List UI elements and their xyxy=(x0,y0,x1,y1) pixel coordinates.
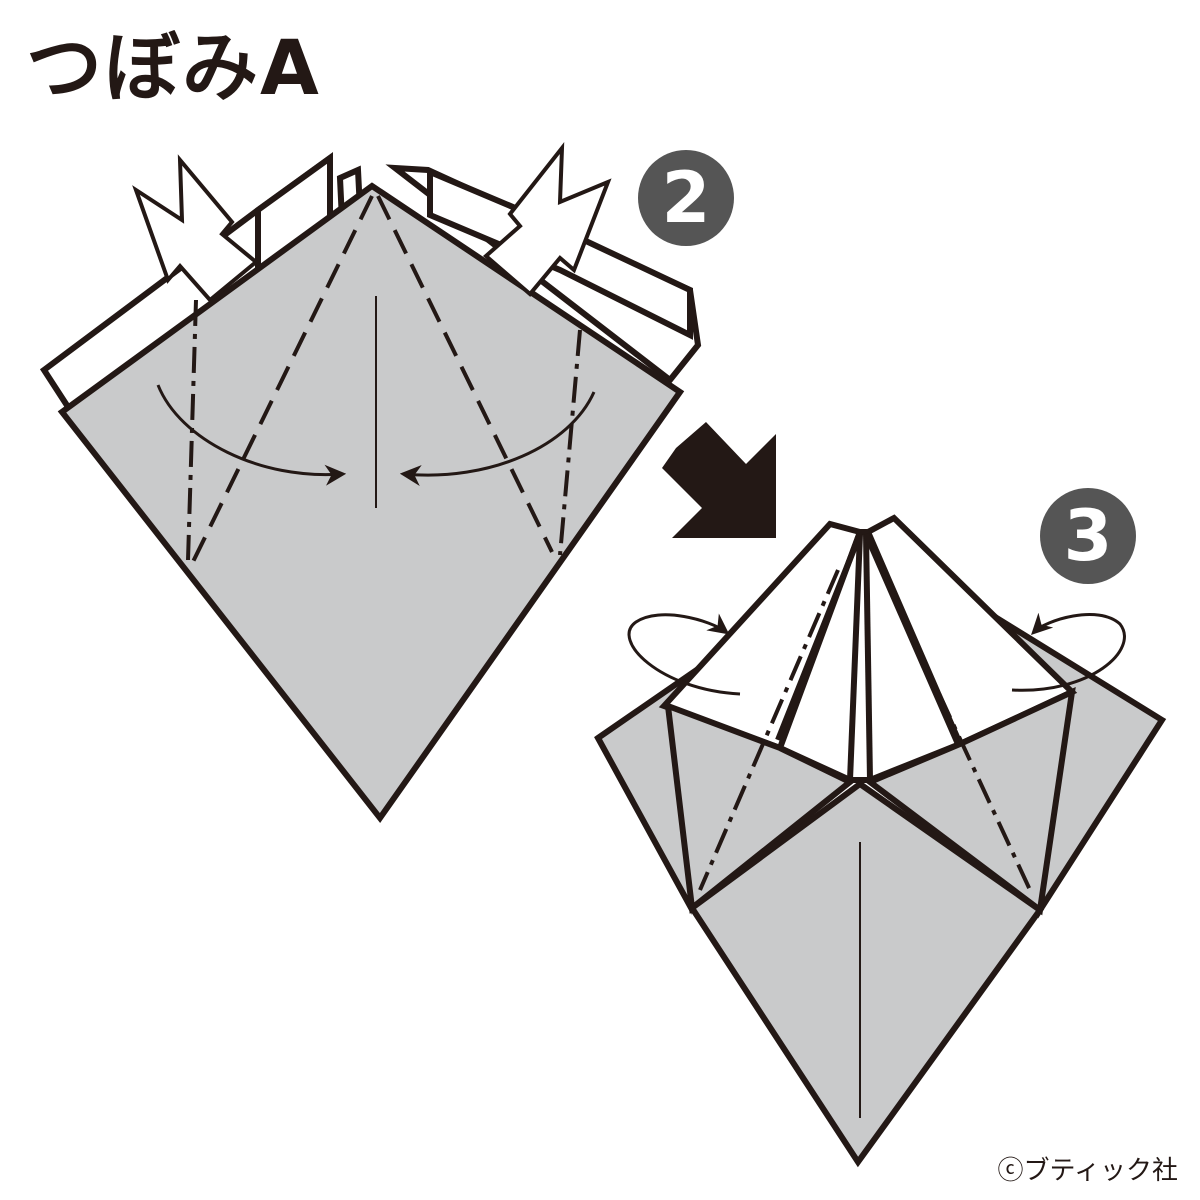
mountain-fold-right xyxy=(558,329,582,556)
step-3-bottom-diamond xyxy=(687,780,1045,1168)
kite-left xyxy=(664,701,856,914)
push-arrow-left-icon xyxy=(132,154,260,303)
pleat-line-2 xyxy=(847,533,863,781)
loop-arrow-right-icon xyxy=(1011,612,1126,692)
valley-fold-right xyxy=(376,195,554,553)
valley-fold-left xyxy=(186,195,374,573)
fold-curve-left xyxy=(156,384,347,486)
mountain-fold-3-left xyxy=(698,569,840,891)
push-arrow-right-icon xyxy=(482,141,612,297)
step-2-diamond xyxy=(57,182,685,824)
pleat-line-1 xyxy=(775,532,863,742)
step-3-badge: 3 xyxy=(1040,488,1136,584)
step-3-figure xyxy=(594,514,1167,1168)
diagram-title: つぼみA xyxy=(26,23,321,112)
mountain-fold-3-right xyxy=(878,565,1032,891)
step-2-badge: 2 xyxy=(638,150,734,246)
fold-curve-right xyxy=(399,391,596,487)
next-step-arrow-icon xyxy=(662,422,776,538)
copyright-credit: ⓒブティック社 xyxy=(997,1156,1178,1186)
loop-arrow-left-icon xyxy=(627,613,741,696)
kite-right xyxy=(864,686,1076,916)
pleat-line-3 xyxy=(863,533,873,781)
step-2-figure xyxy=(39,141,702,824)
